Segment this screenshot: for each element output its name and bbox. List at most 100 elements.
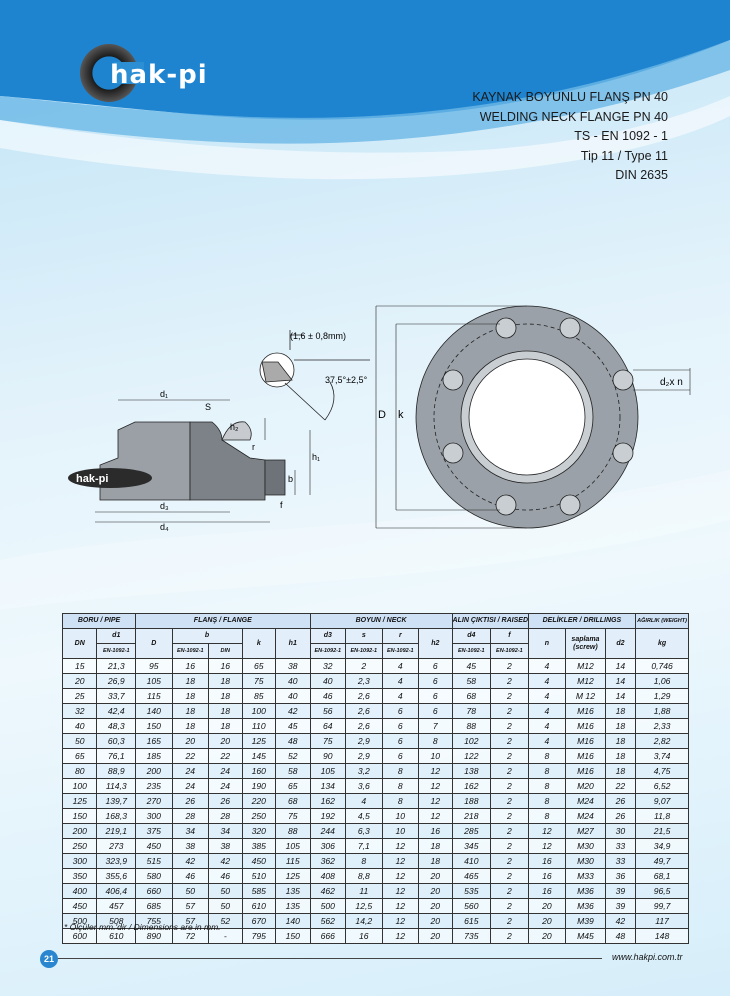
table-cell: M24	[565, 808, 606, 824]
table-cell: 68	[275, 793, 311, 809]
table-cell: 562	[309, 913, 347, 929]
table-cell: 400	[61, 883, 98, 899]
table-cell: 117	[635, 913, 689, 929]
table-cell: 185	[135, 748, 173, 764]
table-cell: 18	[208, 718, 243, 734]
table-cell: 560	[451, 898, 492, 914]
table-cell: 20	[418, 883, 453, 899]
table-cell: 50	[208, 883, 243, 899]
table-cell: 134	[309, 778, 347, 794]
hakpi-logo[interactable]: hak-pi	[80, 44, 230, 104]
table-cell: M16	[565, 733, 606, 749]
table-cell: 12	[381, 868, 420, 884]
title-tr: KAYNAK BOYUNLU FLANŞ PN 40	[472, 90, 668, 104]
table-cell: 24	[171, 778, 210, 794]
table-cell: 12	[381, 883, 420, 899]
table-cell: 72	[171, 928, 210, 944]
table-cell: 24	[208, 763, 243, 779]
table-cell: 45	[451, 658, 492, 674]
table-cell: 140	[135, 703, 173, 719]
table-cell: 192	[309, 808, 347, 824]
table-cell: 115	[135, 688, 173, 704]
table-cell: 2	[490, 703, 529, 719]
table-cell: 660	[135, 883, 173, 899]
table-cell: 580	[135, 868, 173, 884]
table-cell: 4,75	[635, 763, 689, 779]
table-cell: 139,7	[96, 793, 137, 809]
table-cell: 64	[309, 718, 347, 734]
table-cell: 26	[604, 808, 637, 824]
table-cell: 40	[61, 718, 98, 734]
table-cell: 22	[208, 748, 243, 764]
table-cell: 22	[604, 778, 637, 794]
table-cell: 300	[135, 808, 173, 824]
table-cell: 2	[490, 928, 529, 944]
table-cell: 38	[171, 838, 210, 854]
table-cell: 75	[241, 673, 277, 689]
table-cell: 2,6	[345, 718, 383, 734]
table-cell: 26	[171, 793, 210, 809]
table-cell: 125	[61, 793, 98, 809]
table-cell: 8	[381, 793, 420, 809]
table-cell: 0,746	[635, 658, 689, 674]
std-r: EN-1092-1	[381, 643, 420, 659]
table-cell: 6	[418, 673, 453, 689]
title-type: Tip 11 / Type 11	[580, 148, 668, 163]
table-cell: 39	[604, 898, 637, 914]
table-cell: 18	[208, 673, 243, 689]
table-cell: 18	[208, 703, 243, 719]
table-cell: 2	[490, 883, 529, 899]
std-d4: EN-1092-1	[451, 643, 492, 659]
table-cell: 3,74	[635, 748, 689, 764]
col-k: k	[241, 628, 277, 659]
table-cell: 2	[490, 748, 529, 764]
table-cell: 42	[604, 913, 637, 929]
table-cell: 4	[381, 658, 420, 674]
table-cell: 26	[604, 793, 637, 809]
table-cell: 20	[418, 928, 453, 944]
table-cell: 40	[275, 688, 311, 704]
table-cell: 2,33	[635, 718, 689, 734]
table-cell: 244	[309, 823, 347, 839]
website-link[interactable]: www.hakpi.com.tr	[612, 952, 683, 962]
table-cell: 49,7	[635, 853, 689, 869]
col-dn: DN	[61, 628, 98, 659]
table-cell: 12	[381, 853, 420, 869]
table-cell: 610	[241, 898, 277, 914]
table-cell: 16	[527, 868, 567, 884]
table-cell: 76,1	[96, 748, 137, 764]
table-cell: 6	[418, 703, 453, 719]
col-d2: d2	[604, 628, 637, 659]
table-cell: 465	[451, 868, 492, 884]
table-cell: 20	[527, 928, 567, 944]
table-cell: 16	[345, 928, 383, 944]
table-cell: 38	[275, 658, 311, 674]
table-cell: 168,3	[96, 808, 137, 824]
table-cell: 25	[61, 688, 98, 704]
table-cell: 102	[451, 733, 492, 749]
footer-line	[58, 958, 602, 959]
table-cell: M12	[565, 658, 606, 674]
table-cell: 11,8	[635, 808, 689, 824]
table-cell: 110	[241, 718, 277, 734]
table-cell: 4	[527, 673, 567, 689]
table-cell: 6	[381, 748, 420, 764]
table-cell: 6	[381, 703, 420, 719]
table-cell: 122	[451, 748, 492, 764]
table-cell: 12	[418, 808, 453, 824]
table-cell: 33	[604, 853, 637, 869]
table-cell: 6	[418, 688, 453, 704]
table-cell: 78	[451, 703, 492, 719]
table-cell: 48	[275, 733, 311, 749]
std-s: EN-1092-1	[345, 643, 383, 659]
table-cell: 3,2	[345, 763, 383, 779]
table-cell: 57	[171, 898, 210, 914]
table-cell: 24	[171, 763, 210, 779]
logo-text: hak-pi	[110, 60, 208, 90]
table-cell: 18	[171, 703, 210, 719]
table-cell: 20	[61, 673, 98, 689]
